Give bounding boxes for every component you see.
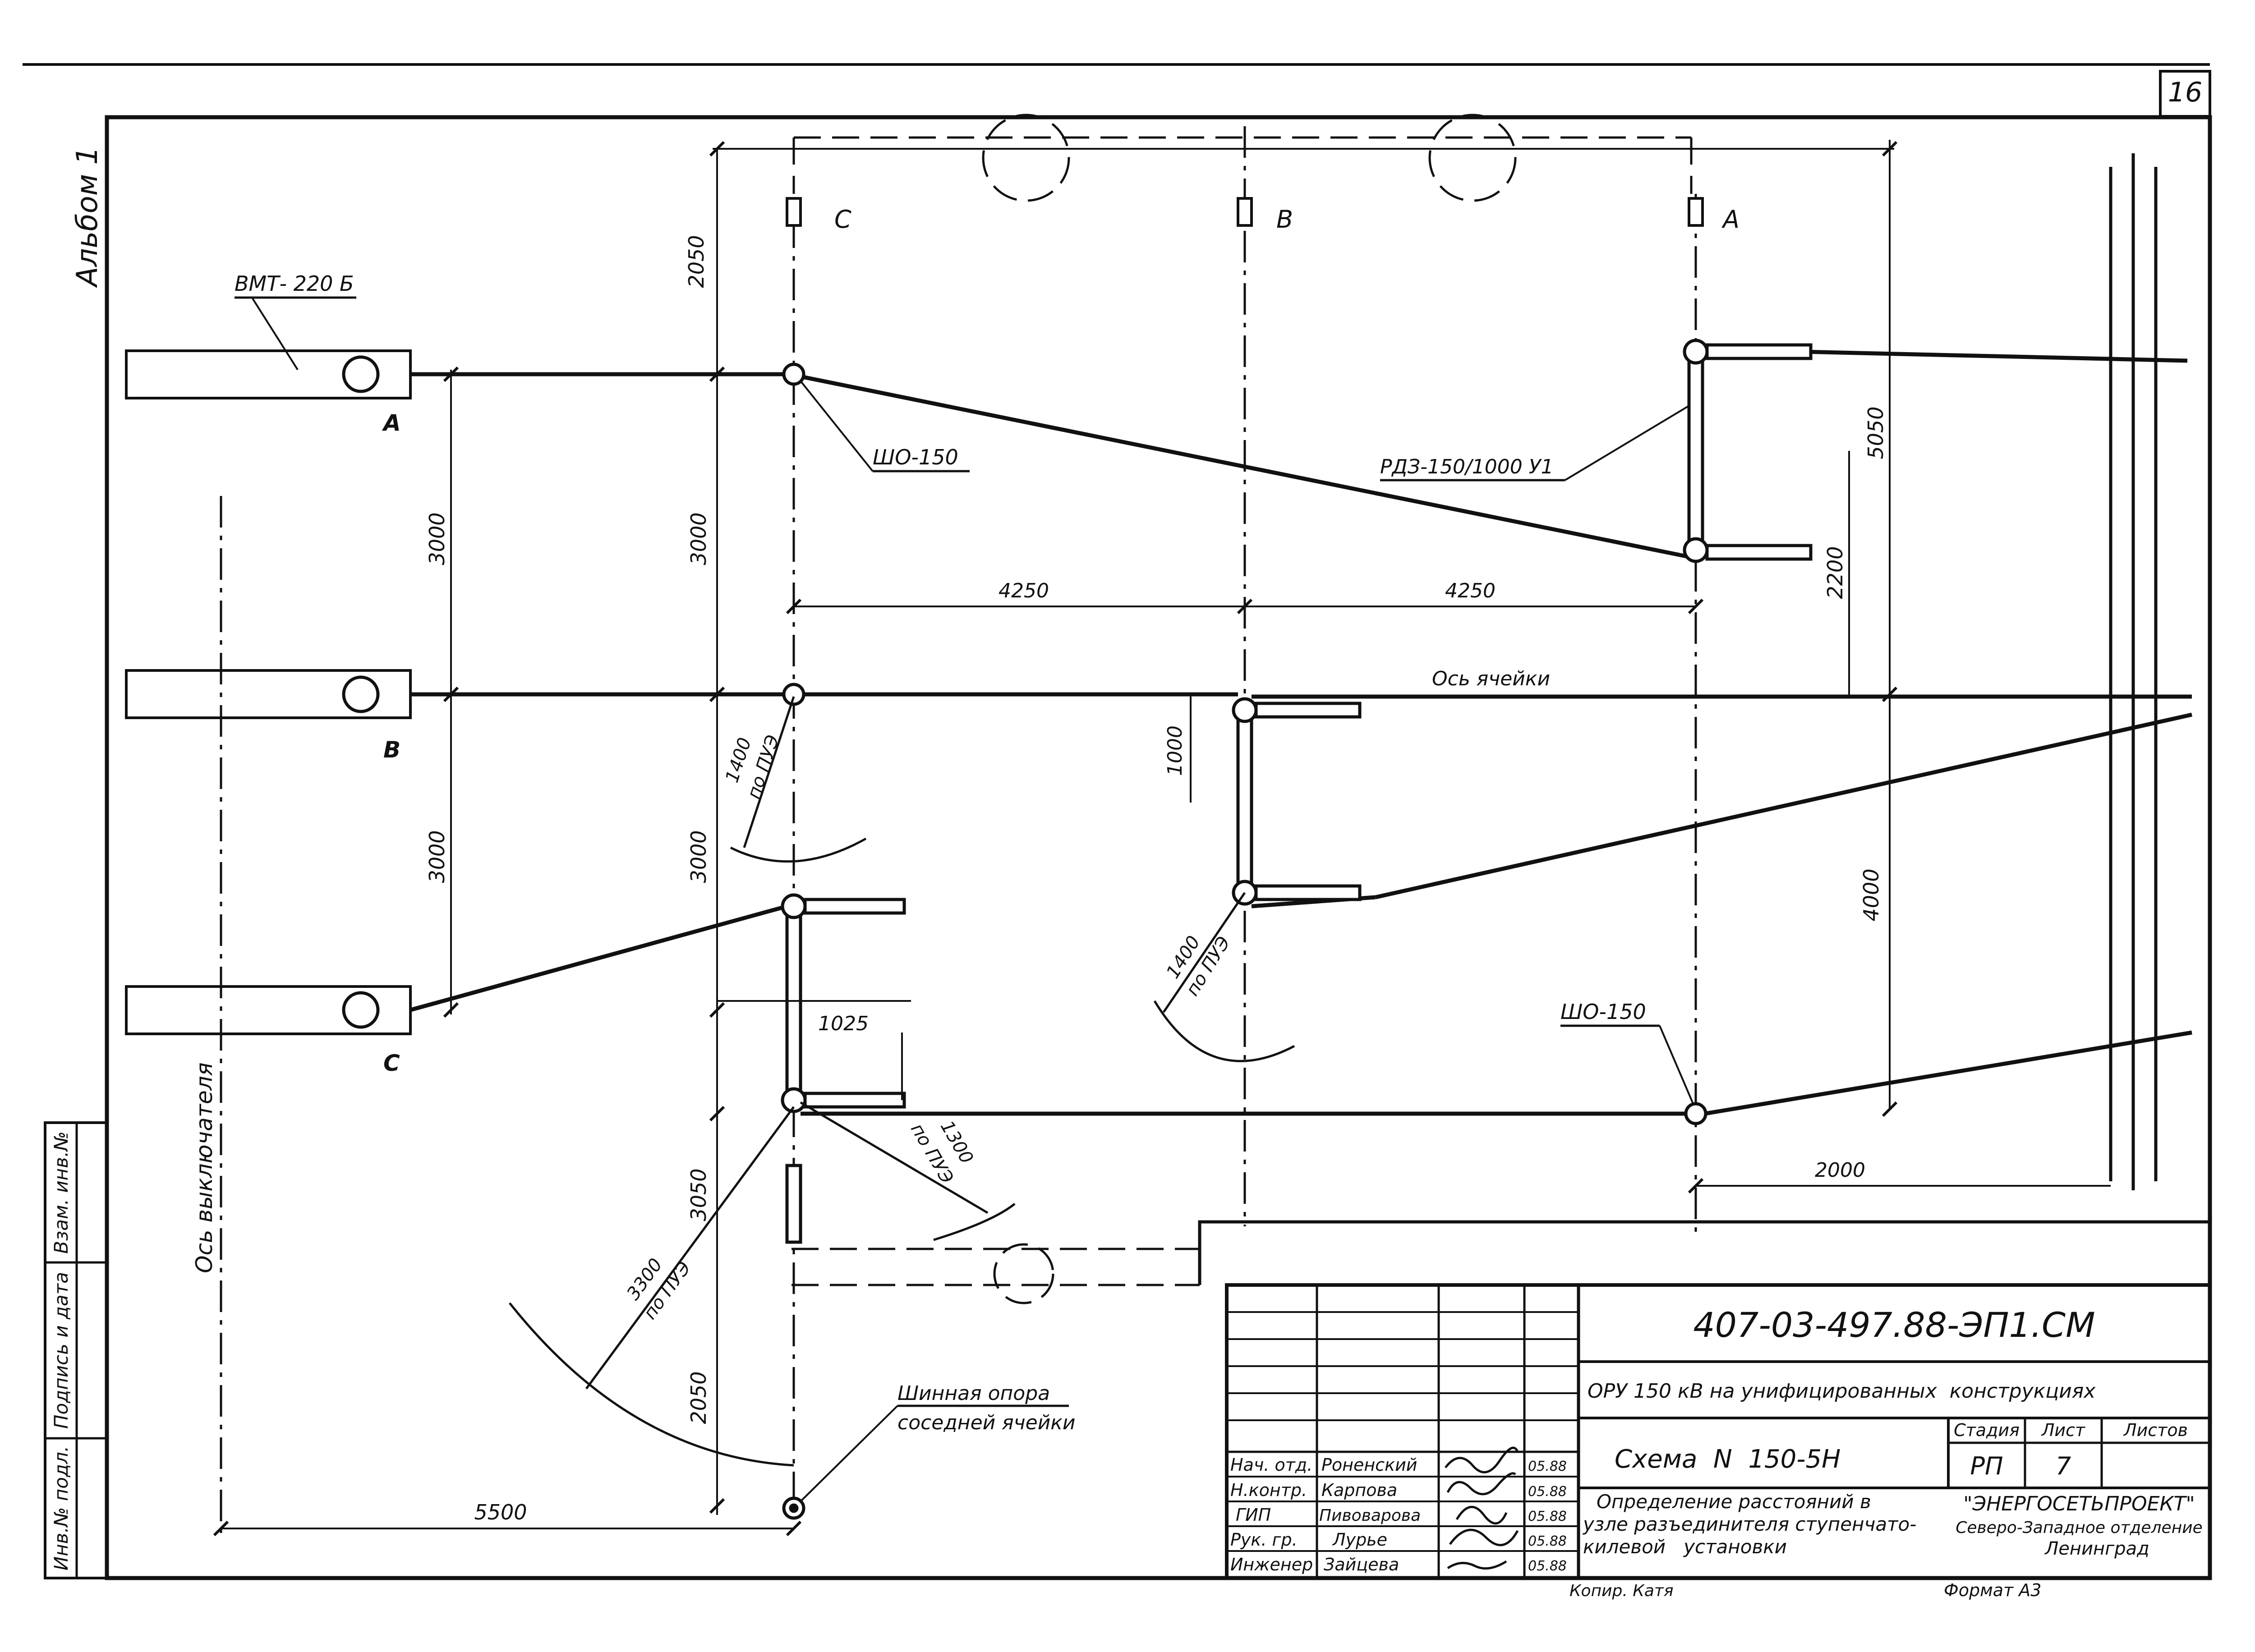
title-block-grid	[1198, 1220, 2212, 1580]
support-label-bottom: ШО-150	[1560, 1000, 1646, 1024]
org-line-1: "ЭНЕРГОСЕТЬПРОЕКТ"	[1963, 1492, 2195, 1515]
dim-3000-left-2: 3000	[425, 830, 449, 883]
dim-2050-top: 2050	[684, 235, 709, 288]
phase-label-top-a: А	[1721, 205, 1740, 234]
sig-role-4: Инженер	[1230, 1555, 1313, 1574]
right-busbar	[2109, 153, 2158, 1190]
breaker-axis-label: Ось выключателя	[191, 1062, 217, 1273]
sig-name-3: Лурье	[1332, 1530, 1387, 1550]
org-line-3: Ленинград	[2044, 1538, 2149, 1559]
dim-5500: 5500	[474, 1500, 527, 1524]
stage-header: Стадия	[1954, 1420, 2020, 1440]
sig-date-4: 05.88	[1528, 1558, 1567, 1574]
busbar-support-label-1: Шинная опора	[897, 1382, 1050, 1405]
dim-4250-left: 4250	[999, 579, 1049, 602]
dim-5050: 5050	[1864, 406, 1888, 459]
disconnector-c	[781, 893, 906, 1244]
dim-2000: 2000	[1815, 1159, 1865, 1182]
disconnector-label: РДЗ-150/1000 У1	[1380, 455, 1554, 478]
busbar-support-label-2: соседней ячейки	[897, 1411, 1076, 1434]
dim-2050-bottom: 2050	[686, 1371, 711, 1424]
phase-label-left-c: С	[383, 1050, 400, 1076]
phase-label-left-b: В	[383, 737, 400, 763]
sig-name-0: Роненский	[1321, 1455, 1417, 1475]
dim-1025: 1025	[818, 1012, 869, 1035]
org-line-2: Северо-Западное отделение	[1956, 1519, 2203, 1537]
support-c-mid	[782, 683, 805, 706]
album-label: Альбом 1	[71, 147, 104, 288]
dim-4000: 4000	[1859, 868, 1883, 921]
stamp-vzam-inv: Взам. инв.№	[50, 1131, 72, 1254]
sheet-header: Лист	[2041, 1420, 2086, 1440]
sig-name-4: Зайцева	[1324, 1555, 1399, 1574]
dim-3000-mid-1: 3000	[686, 512, 711, 565]
drawing-frame	[105, 115, 2212, 1580]
support-a-bottom	[1684, 1102, 1707, 1125]
dimension-ticks	[213, 141, 1898, 1537]
dim-4250-right: 4250	[1445, 579, 1496, 602]
sheet-value: 7	[2056, 1452, 2071, 1480]
support-label-top: ШО-150	[873, 445, 958, 469]
sig-date-3: 05.88	[1528, 1533, 1567, 1549]
sig-date-0: 05.88	[1528, 1459, 1567, 1474]
disconnector-a	[1683, 339, 1813, 563]
sig-date-1: 05.88	[1528, 1484, 1567, 1500]
breaker-c	[125, 985, 412, 1035]
breaker-b	[125, 669, 412, 719]
breaker-leader	[252, 298, 299, 371]
phase-label-left-a: А	[382, 410, 401, 436]
clearance-arcs	[509, 696, 1295, 1467]
project-name: ОРУ 150 кВ на унифицированных конструкци…	[1588, 1380, 2096, 1403]
stage-value: РП	[1970, 1452, 2003, 1480]
format-label: Формат А3	[1944, 1580, 2041, 1600]
side-stamp: Инв.№ подл. Подпись и дата Взам. инв.№	[44, 1121, 108, 1579]
sheets-header: Листов	[2123, 1420, 2188, 1440]
dim-3000-mid-2: 3000	[686, 830, 711, 883]
dim-3000-left-1: 3000	[425, 512, 449, 565]
page-number-box	[2159, 70, 2211, 118]
sig-role-2: ГИП	[1236, 1505, 1271, 1525]
phase-label-top-b: В	[1276, 205, 1293, 234]
description-line-3: килевой установки	[1583, 1536, 1787, 1558]
signature-rows: Нач. отд. Роненский 05.88 Н.контр. Карпо…	[1230, 1455, 1567, 1574]
description-line-1: Определение расстояний в	[1597, 1491, 1871, 1513]
sig-date-2: 05.88	[1528, 1509, 1567, 1524]
sig-name-2: Пивоварова	[1319, 1506, 1421, 1525]
phase-label-top-c: С	[834, 205, 851, 234]
handwritten-signatures	[1445, 1446, 1519, 1570]
breaker-label: ВМТ- 220 Б	[235, 271, 354, 296]
sig-role-3: Рук. гр.	[1230, 1530, 1298, 1550]
stamp-podpis-data: Подпись и дата	[50, 1272, 72, 1429]
dashed-outlines	[792, 114, 1693, 1304]
dim-1000: 1000	[1164, 725, 1187, 776]
sig-role-1: Н.контр.	[1230, 1480, 1307, 1500]
top-phase-markers	[786, 197, 1704, 227]
dim-2200: 2200	[1823, 546, 1847, 599]
disconnector-b	[1232, 697, 1362, 906]
conductors	[410, 347, 2192, 1116]
phase-axes	[220, 126, 1697, 1533]
doc-code: 407-03-497.88-ЭП1.СМ	[1693, 1305, 2095, 1345]
breaker-a	[125, 349, 412, 399]
description-line-2: узле разъединителя ступенчато-	[1582, 1513, 1916, 1535]
stamp-inv-podl: Инв.№ подл.	[50, 1446, 72, 1570]
support-c-top	[782, 363, 805, 386]
sig-role-0: Нач. отд.	[1230, 1455, 1312, 1475]
copied-label: Копир. Катя	[1569, 1582, 1674, 1600]
sig-name-1: Карпова	[1321, 1480, 1397, 1500]
dim-3050: 3050	[686, 1168, 711, 1221]
page-number: 16	[2168, 77, 2202, 108]
cell-axis-label: Ось ячейки	[1432, 667, 1550, 690]
post-insulators	[782, 363, 1707, 1520]
drawing-name: Схема N 150-5Н	[1615, 1445, 1841, 1474]
